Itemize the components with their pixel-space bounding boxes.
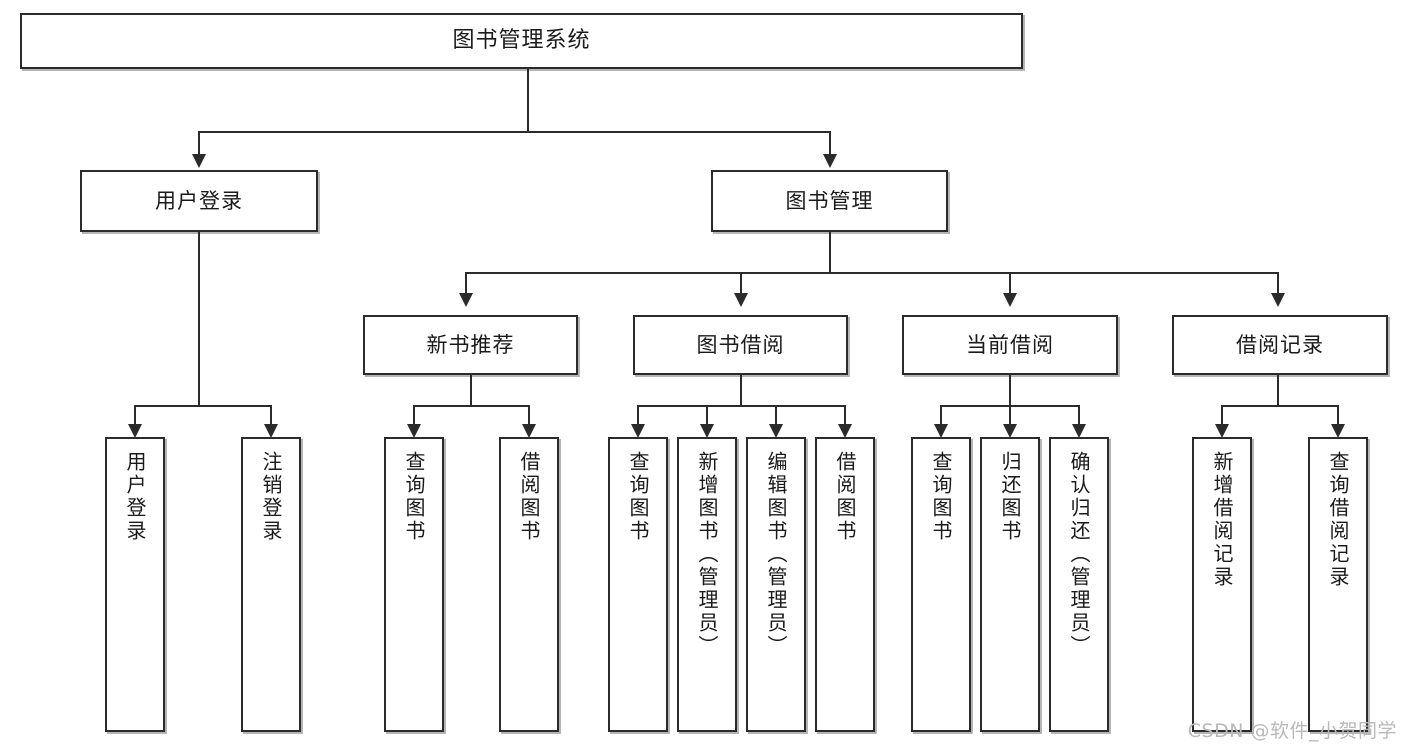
node-label: 借阅记录 (1236, 332, 1324, 357)
connector-drop-leaf-b2 (706, 405, 708, 427)
leaf-borrow-borrow-book[interactable]: 借阅图书 (815, 437, 875, 732)
node-label: 新书推荐 (426, 332, 515, 357)
node-label: 查询借阅记录 (1326, 451, 1350, 589)
leaf-borrow-edit-book[interactable]: 编辑图书（管理员） (746, 437, 806, 732)
connector-book-mgmt-stem (829, 232, 831, 274)
arrow-to-leaf-c2 (1003, 424, 1017, 438)
arrow-to-borrow-records (1271, 293, 1285, 307)
node-label: 用户登录 (155, 188, 243, 213)
arrow-to-leaf-r2 (1331, 424, 1345, 438)
leaf-records-add[interactable]: 新增借阅记录 (1192, 437, 1252, 732)
connector-drop-leaf-c1 (940, 405, 942, 427)
connector-drop-leaf-c3 (1078, 405, 1080, 427)
connector-book-borrow-stem (740, 375, 742, 407)
connector-borrow-records-stem (1277, 375, 1279, 407)
arrow-to-current-borrow (1003, 293, 1017, 307)
node-label: 编辑图书（管理员） (764, 451, 788, 658)
node-label: 图书管理 (785, 188, 874, 213)
connector-drop-user-login (198, 131, 200, 156)
arrow-to-leaf-u1 (128, 424, 142, 438)
node-borrow-records[interactable]: 借阅记录 (1172, 315, 1388, 375)
leaf-current-query-book[interactable]: 查询图书 (911, 437, 971, 732)
node-user-login[interactable]: 用户登录 (80, 170, 318, 232)
connector-book-borrow-bus (637, 405, 844, 407)
leaf-user-login[interactable]: 用户登录 (105, 437, 165, 732)
node-label: 查询图书 (626, 451, 650, 543)
node-book-borrow[interactable]: 图书借阅 (633, 315, 848, 375)
connector-drop-leaf-u1 (134, 405, 136, 427)
node-label: 注销登录 (259, 451, 283, 543)
arrow-to-leaf-b3 (769, 424, 783, 438)
node-root-system[interactable]: 图书管理系统 (20, 13, 1023, 69)
leaf-new-book-borrow[interactable]: 借阅图书 (499, 437, 559, 732)
connector-drop-leaf-c2 (1009, 405, 1011, 427)
connector-current-borrow-stem (1009, 375, 1011, 407)
node-label: 新增借阅记录 (1210, 451, 1234, 589)
connector-level2-bus (198, 131, 830, 133)
arrow-to-leaf-r1 (1215, 424, 1229, 438)
connector-drop-leaf-b3 (775, 405, 777, 427)
leaf-records-query[interactable]: 查询借阅记录 (1308, 437, 1368, 732)
leaf-borrow-query-book[interactable]: 查询图书 (608, 437, 668, 732)
connector-user-login-stem (198, 232, 200, 407)
node-label: 查询图书 (929, 451, 953, 543)
arrow-to-new-book (459, 293, 473, 307)
connector-new-book-bus (413, 405, 528, 407)
arrow-to-leaf-n2 (522, 424, 536, 438)
node-label: 借阅图书 (833, 451, 857, 543)
node-label: 借阅图书 (517, 451, 541, 543)
connector-drop-new-book (465, 272, 467, 295)
node-label: 用户登录 (123, 451, 147, 543)
arrow-to-leaf-b4 (838, 424, 852, 438)
arrow-to-leaf-c1 (934, 424, 948, 438)
arrow-to-leaf-b2 (700, 424, 714, 438)
connector-root-stem (527, 69, 529, 132)
node-label: 图书借阅 (696, 332, 785, 357)
connector-drop-current-borrow (1009, 272, 1011, 295)
connector-drop-leaf-n1 (413, 405, 415, 427)
arrow-to-leaf-b1 (631, 424, 645, 438)
node-label: 归还图书 (998, 451, 1022, 543)
arrow-to-leaf-n1 (407, 424, 421, 438)
node-label: 新增图书（管理员） (695, 451, 719, 658)
arrow-to-user-login (192, 154, 206, 168)
connector-borrow-records-bus (1221, 405, 1337, 407)
leaf-current-confirm-return[interactable]: 确认归还（管理员） (1049, 437, 1109, 732)
node-label: 图书管理系统 (452, 28, 591, 54)
connector-level3-bus (465, 272, 1277, 274)
node-book-management[interactable]: 图书管理 (711, 170, 948, 232)
connector-drop-borrow-records (1277, 272, 1279, 295)
connector-drop-leaf-r1 (1221, 405, 1223, 427)
connector-drop-leaf-n2 (528, 405, 530, 427)
node-current-borrow[interactable]: 当前借阅 (902, 315, 1118, 375)
node-label: 当前借阅 (966, 332, 1054, 357)
node-new-book-recommend[interactable]: 新书推荐 (363, 315, 578, 375)
leaf-new-book-query[interactable]: 查询图书 (384, 437, 444, 732)
connector-drop-book-borrow (740, 272, 742, 295)
leaf-borrow-add-book[interactable]: 新增图书（管理员） (677, 437, 737, 732)
arrow-to-leaf-c3 (1072, 424, 1086, 438)
arrow-to-book-borrow (734, 293, 748, 307)
leaf-current-return-book[interactable]: 归还图书 (980, 437, 1040, 732)
connector-drop-leaf-r2 (1337, 405, 1339, 427)
node-label: 确认归还（管理员） (1067, 451, 1091, 658)
arrow-to-book-mgmt (823, 154, 837, 168)
node-label: 查询图书 (402, 451, 426, 543)
connector-user-login-bus (134, 405, 270, 407)
connector-drop-leaf-u2 (270, 405, 272, 427)
connector-new-book-stem (470, 375, 472, 407)
connector-drop-leaf-b4 (844, 405, 846, 427)
connector-drop-book-mgmt (829, 131, 831, 156)
leaf-user-logout[interactable]: 注销登录 (241, 437, 301, 732)
arrow-to-leaf-u2 (264, 424, 278, 438)
connector-drop-leaf-b1 (637, 405, 639, 427)
